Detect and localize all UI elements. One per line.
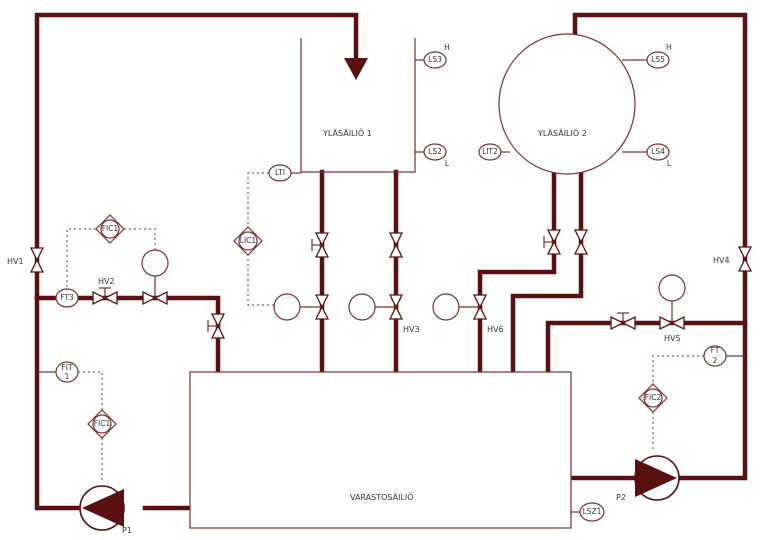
ls4-label: LS4 — [651, 147, 665, 156]
level-switch-lsz1 — [579, 502, 605, 522]
control-valve-fic1[interactable] — [141, 249, 169, 306]
level-mark-l-tank1: L — [445, 159, 450, 168]
tank-varastosailio-label: VARASTOSÄILIÖ — [350, 492, 414, 502]
arrow-into-tank1 — [344, 58, 368, 80]
ft3-label: FT3 — [60, 293, 74, 302]
fit1-label-a: FIT — [61, 363, 73, 372]
valve-hv4[interactable] — [737, 246, 753, 272]
fic1-top-label: FIC1 — [102, 224, 119, 233]
level-switch-ls5 — [646, 51, 670, 69]
valve-tank1-right-manual[interactable] — [388, 232, 404, 258]
hv2-label: HV2 — [98, 277, 115, 286]
fic1-bottom-label: FIC1 — [94, 419, 111, 428]
level-mark-l-tank2: L — [667, 159, 672, 168]
hv1-label: HV1 — [7, 257, 24, 266]
pump-p1[interactable] — [79, 485, 125, 531]
lit2-label: LIT2 — [482, 147, 498, 156]
valve-hv5[interactable] — [658, 274, 686, 331]
ft2-label-a: FT — [711, 346, 720, 355]
valve-hv5-branch-manual[interactable] — [610, 312, 636, 331]
level-switch-ls4 — [646, 143, 670, 161]
tank-ylasailio-1-label: YLÄSÄILIÖ 1 — [322, 128, 372, 138]
valve-tank2-left[interactable] — [543, 229, 562, 255]
valve-tank1-left-manual[interactable] — [311, 232, 330, 258]
ls3-label: LS3 — [428, 55, 442, 64]
pipe-right-loop — [568, 12, 748, 481]
valve-hv2[interactable] — [92, 287, 118, 306]
valve-tank2-right[interactable] — [573, 229, 589, 255]
p2-label: P2 — [616, 493, 626, 502]
ft2-label-b: 2 — [713, 356, 718, 365]
controller-fic1-top — [95, 214, 125, 244]
fit1-label-b: 1 — [65, 372, 70, 381]
tank-ylasailio-1 — [300, 38, 416, 173]
valve-hv6[interactable] — [432, 293, 488, 321]
pipe-left-loop — [34, 12, 359, 511]
level-transmitter-lit2 — [478, 143, 502, 161]
hv4-label: HV4 — [713, 256, 730, 265]
level-mark-h-tank1: H — [444, 43, 450, 52]
valve-hv1[interactable] — [29, 247, 45, 273]
hv6-label: HV6 — [487, 325, 504, 334]
level-mark-h-tank2: H — [666, 43, 672, 52]
lti-label: LTI — [275, 168, 285, 177]
lic1-label: LIC1 — [240, 236, 257, 245]
controller-lic1 — [233, 226, 263, 256]
control-valve-lic1[interactable] — [273, 293, 330, 321]
p1-label: P1 — [122, 526, 132, 535]
level-switch-ls3 — [423, 51, 447, 69]
flow-transmitter-ft3 — [55, 288, 79, 308]
valve-hv3[interactable] — [348, 293, 404, 321]
controller-fic1-bottom — [87, 409, 117, 439]
ls5-label: LS5 — [651, 55, 665, 64]
hv3-label: HV3 — [403, 325, 420, 334]
tank-ylasailio-2 — [498, 33, 636, 175]
tank-ylasailio-2-label: YLÄSÄILIÖ 2 — [537, 128, 587, 138]
fic2-label: FIC2 — [645, 393, 662, 402]
level-switch-ls2 — [423, 143, 447, 161]
pipe-tank2-left-drop — [477, 169, 557, 393]
lsz1-label: LSZ1 — [583, 507, 602, 516]
controller-fic2 — [638, 383, 668, 413]
pump-p2[interactable] — [634, 455, 680, 501]
ls2-label: LS2 — [428, 147, 442, 156]
valve-ft3-branch[interactable] — [207, 313, 226, 339]
tank-varastosailio — [189, 371, 572, 529]
hv5-label: HV5 — [664, 334, 681, 343]
